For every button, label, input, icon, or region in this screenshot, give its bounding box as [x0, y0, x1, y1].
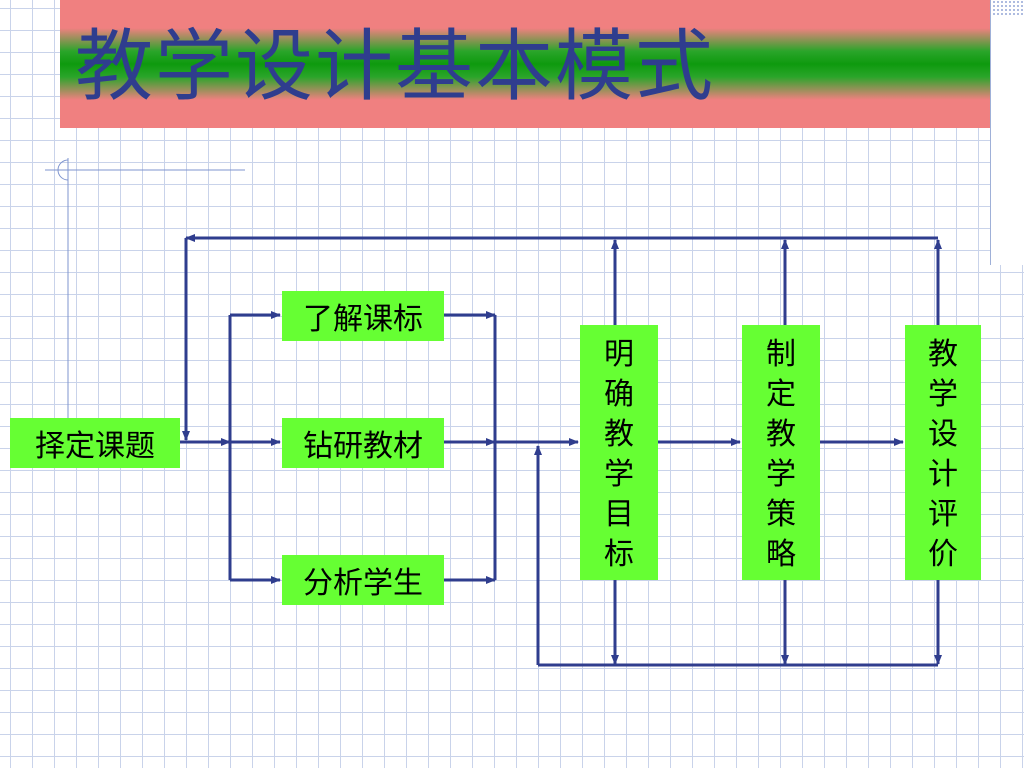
right-decor-pattern	[992, 0, 1024, 16]
objectives-char: 教	[604, 417, 634, 452]
objectives-char: 学	[604, 457, 634, 492]
strategy-char: 定	[766, 377, 796, 412]
strategy-char: 学	[766, 457, 796, 492]
evaluation-char: 设	[928, 417, 958, 452]
strategy-char: 教	[766, 417, 796, 452]
strategy-char: 制	[766, 337, 796, 372]
evaluation-char: 评	[928, 497, 958, 532]
decor-crosshair-circle	[57, 159, 69, 181]
objectives-char: 确	[604, 377, 634, 412]
objectives-char: 目	[604, 497, 634, 532]
objectives-char: 明	[604, 337, 634, 372]
box-study-materials: 钻研教材	[282, 418, 444, 468]
strategy-char: 策	[766, 497, 796, 532]
evaluation-char: 计	[928, 457, 958, 492]
right-decor-strip	[990, 0, 1024, 265]
evaluation-char: 价	[928, 537, 958, 572]
box-understand-standards: 了解课标	[282, 291, 444, 341]
strategy-char: 略	[766, 537, 796, 572]
box-formulate-strategy: 制 定 教 学 策 略	[742, 325, 820, 580]
evaluation-char: 学	[928, 377, 958, 412]
objectives-char: 标	[604, 537, 634, 572]
page-title: 教学设计基本模式	[75, 22, 716, 112]
title-banner	[60, 0, 990, 128]
box-clarify-objectives: 明 确 教 学 目 标	[580, 325, 658, 580]
box-design-evaluation: 教 学 设 计 评 价	[905, 325, 981, 580]
box-select-topic: 择定课题	[10, 418, 180, 468]
evaluation-char: 教	[928, 337, 958, 372]
box-analyze-students: 分析学生	[282, 555, 444, 605]
